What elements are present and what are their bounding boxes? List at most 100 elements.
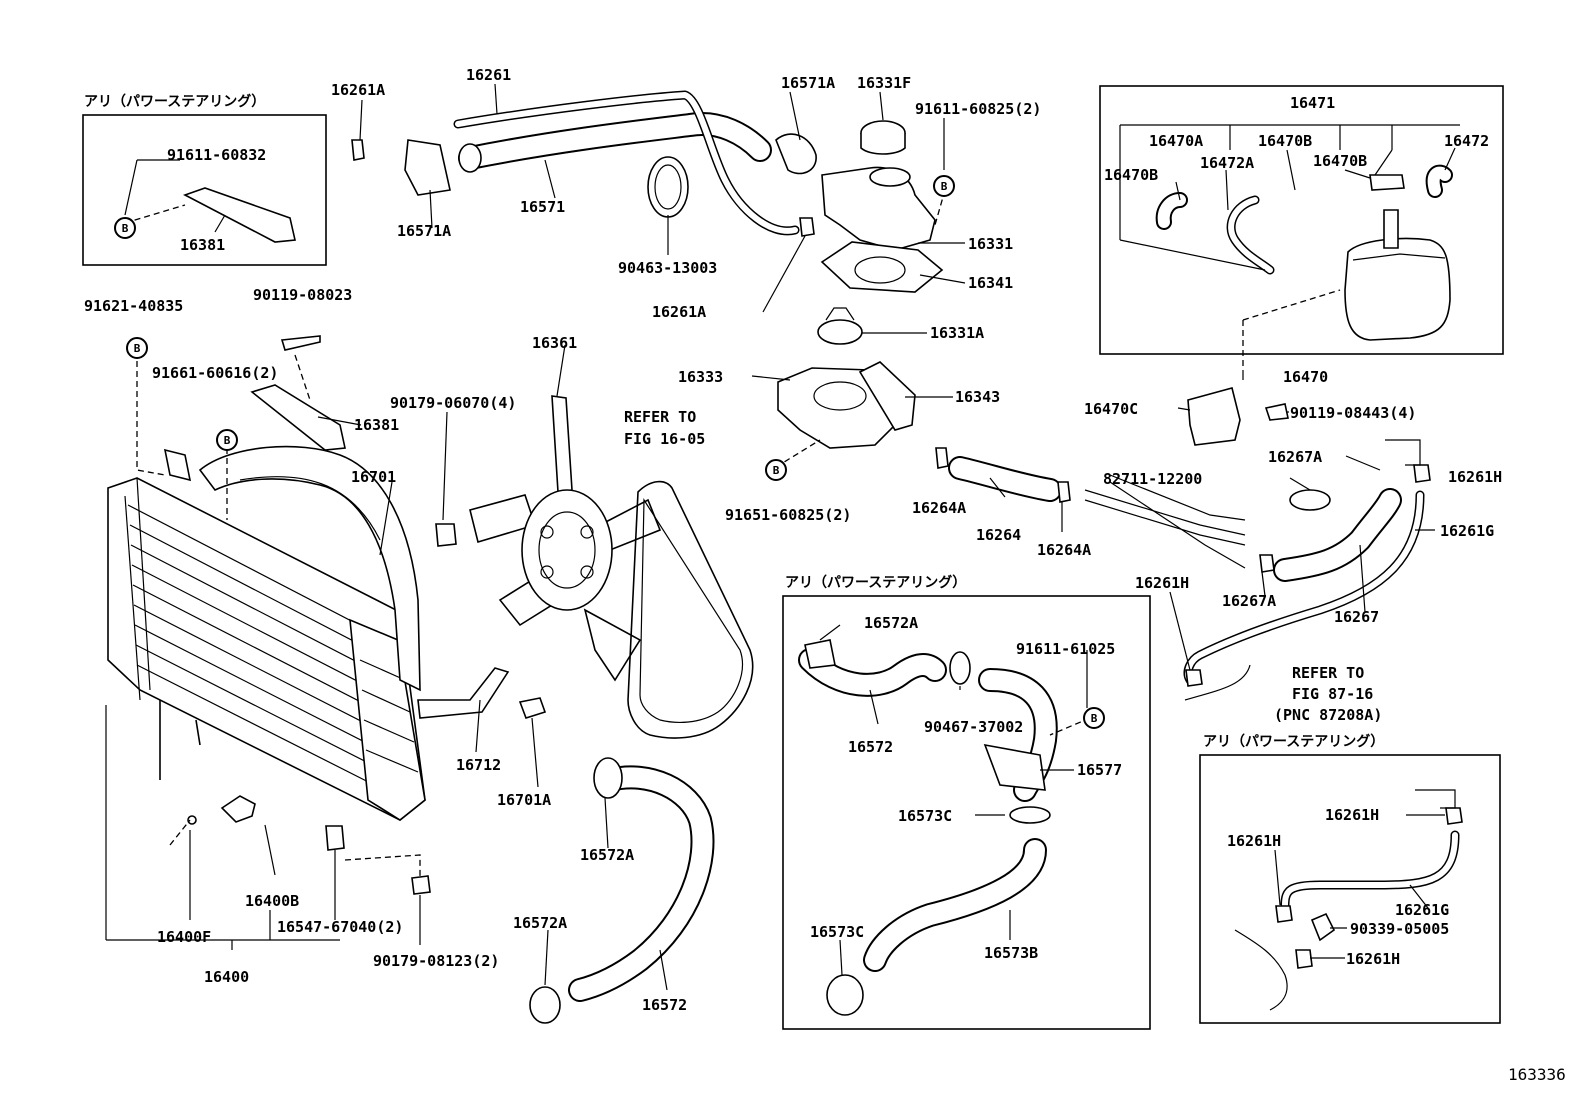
part-label: 91611-60825(2) (915, 100, 1041, 118)
part-label: 16261 (466, 66, 511, 84)
part-label: 90339-05005 (1350, 920, 1449, 938)
heater-pipe-82711-12200 (1084, 474, 1246, 569)
svg-text:B: B (224, 434, 231, 447)
leader-lines (105, 83, 1460, 991)
bolt-badge-icon: B (126, 337, 148, 359)
part-label: 16267A (1268, 448, 1322, 466)
part-label: 16470B (1258, 132, 1312, 150)
clamp-16572A-ps (804, 639, 836, 669)
part-label: 91621-40835 (84, 297, 183, 315)
part-label: 16261H (1346, 950, 1400, 968)
clamp-16572A-lower (529, 986, 561, 1024)
svg-text:B: B (122, 222, 129, 235)
part-label: 90119-08023 (253, 286, 352, 304)
refer-fig-87-16-line3: (PNC 87208A) (1274, 706, 1382, 724)
part-label: 16547-67040(2) (277, 918, 403, 936)
part-label: 16470B (1104, 166, 1158, 184)
clamp-16571A-left (404, 139, 451, 196)
part-label: 16261G (1395, 901, 1449, 919)
clip-16261H-ps-b (1275, 905, 1293, 923)
part-label: 16701 (351, 468, 396, 486)
part-label: 16267A (1222, 592, 1276, 610)
part-label: 16400F (157, 928, 211, 946)
part-label: 16572A (513, 914, 567, 932)
cushion-16547 (325, 825, 345, 851)
bolt-90119-08023 (280, 335, 321, 351)
fan-shroud (198, 445, 421, 692)
clamp-16572A-upper (593, 757, 623, 799)
clip-16261H-top (1413, 464, 1431, 483)
part-label: 16261H (1448, 468, 1502, 486)
power-steering-frame-bottom-right (1199, 754, 1501, 1024)
part-label: 16261A (331, 81, 385, 99)
clip-16267A-lower (1259, 554, 1275, 573)
bolt-badge-icon: B (114, 217, 136, 239)
part-label: 16572A (864, 614, 918, 632)
part-label: 16400 (204, 968, 249, 986)
part-label: 16573B (984, 944, 1038, 962)
part-label: 16261H (1325, 806, 1379, 824)
clip-90179-08123 (411, 875, 431, 895)
cap-16470R (1369, 174, 1405, 191)
part-label: 16712 (456, 756, 501, 774)
clamp-90463-13003 (647, 156, 689, 218)
part-label: 90463-13003 (618, 259, 717, 277)
diagram-code: 163336 (1508, 1065, 1566, 1084)
bracket-16470C (1187, 387, 1241, 446)
part-label: 16471 (1290, 94, 1335, 112)
part-label: 16573C (898, 807, 952, 825)
part-label: 16571A (397, 222, 451, 240)
drain-cock-16400B (220, 795, 256, 823)
part-label: 16571 (520, 198, 565, 216)
svg-text:B: B (134, 342, 141, 355)
part-label: 90467-37002 (924, 718, 1023, 736)
part-label: 16261H (1135, 574, 1189, 592)
bolt-90119-08443 (1264, 403, 1289, 421)
refer-fig-16-05-line1: REFER TO (624, 408, 696, 426)
part-label: 16472 (1444, 132, 1489, 150)
part-label: 16261H (1227, 832, 1281, 850)
part-label: 90179-06070(4) (390, 394, 516, 412)
part-labels: 16261A 16261 16571A 16331F 91611-60825(2… (84, 66, 1502, 1014)
refer-fig-16-05-line2: FIG 16-05 (624, 430, 705, 448)
part-label: 82711-12200 (1103, 470, 1202, 488)
part-label: 16470B (1313, 152, 1367, 170)
stay-16381-upper (182, 187, 296, 243)
part-label: 91651-60825(2) (725, 506, 851, 524)
part-label: 90179-08123(2) (373, 952, 499, 970)
clip-16261H-ps-a (1445, 807, 1463, 825)
part-label: 16400B (245, 892, 299, 910)
bolt-badge-icon: B (933, 175, 955, 197)
part-label: 16701A (497, 791, 551, 809)
part-label: 16470C (1084, 400, 1138, 418)
radiator-assembly (107, 448, 426, 821)
clip-16701A (518, 697, 547, 719)
gasket-16343 (858, 361, 916, 431)
bolt-badge-icon: B (765, 459, 787, 481)
clip-16264A-left (935, 447, 949, 469)
clamp-16267A (1289, 489, 1331, 511)
part-label: 16331A (930, 324, 984, 342)
power-steering-frame-center (782, 595, 1151, 1030)
part-label: 16572 (642, 996, 687, 1014)
part-label: 16572A (580, 846, 634, 864)
part-label: 16267 (1334, 608, 1379, 626)
part-label: 16331F (857, 74, 911, 92)
part-label: 16572 (848, 738, 893, 756)
thermostat-16331A (817, 319, 863, 345)
part-label: 16331 (968, 235, 1013, 253)
svg-text:B: B (773, 464, 780, 477)
part-label: 16381 (354, 416, 399, 434)
part-label: 91611-61025 (1016, 640, 1115, 658)
part-label: 16264A (1037, 541, 1091, 559)
part-label: 16343 (955, 388, 1000, 406)
bolt-badge-group: B B B B B B (114, 175, 1105, 729)
shroud-bracket-16712 (417, 667, 510, 719)
bracket-16577 (983, 743, 1046, 791)
frame-title-ps-top-left: アリ（パワーステアリング） (84, 93, 265, 110)
part-label: 16261A (652, 303, 706, 321)
part-label: 16381 (180, 236, 225, 254)
bolt-badge-icon: B (1083, 707, 1105, 729)
refer-fig-87-16-line1: REFER TO (1292, 664, 1364, 682)
